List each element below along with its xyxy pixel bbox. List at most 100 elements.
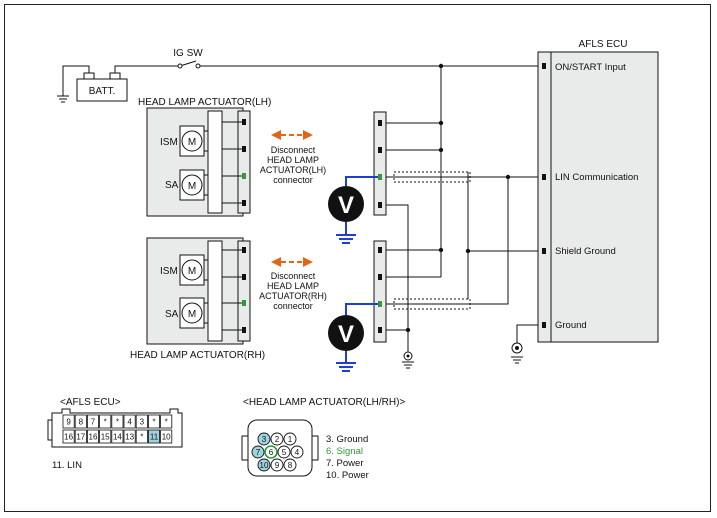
svg-text:connector: connector [273,301,313,311]
ecu-pin-number: 7 [91,418,96,427]
ecu-pin-cell [160,414,173,429]
ecu-pin-number: * [116,418,119,427]
ism-label: ISM [160,137,178,148]
ecu-pin-number: 16 [64,433,73,442]
harness-connector-lh [373,111,387,216]
harness-wiring [386,66,538,369]
battery-wiring [57,60,538,103]
actuator-pin [270,432,284,446]
actuator-pin [290,445,304,459]
actuator-pin [277,445,291,459]
ecu-connector-legend: 11. LIN [52,460,82,471]
actuator-pin-number: 8 [288,461,293,470]
motor-symbol: M [188,137,196,148]
actuator-pin-number: 3 [262,435,267,444]
disconnect-rh-note: Disconnect HEAD LAMP ACTUATOR(RH) connec… [259,271,327,311]
svg-text:connector: connector [273,175,313,185]
ecu-pin-number: * [104,418,107,427]
disconnect-lh-note: Disconnect HEAD LAMP ACTUATOR(LH) connec… [260,145,326,185]
battery-label: BATT. [89,86,115,97]
actuator-connector-title: <HEAD LAMP ACTUATOR(LH/RH)> [243,397,405,408]
ecu-pin-number: 3 [140,418,145,427]
actuator-pin-number: 4 [295,448,300,457]
ecu-pin-number: * [165,418,168,427]
ecu-pin-cell [62,414,75,429]
afls-ecu [537,51,659,343]
ig-sw-label: IG SW [173,48,203,59]
battery: BATT. [76,72,128,102]
svg-text:Disconnect: Disconnect [271,145,316,155]
actuator-pin-number: 2 [275,435,280,444]
ecu-pin-number: 17 [76,433,85,442]
ecu-pin-shield-ground: Shield Ground [555,246,616,257]
ecu-pin-number: 16 [89,433,98,442]
ecu-pin-cell [123,414,136,429]
svg-text:10. Power: 10. Power [326,470,369,481]
ecu-pin-cell [135,414,148,429]
motor-symbol: M [188,181,196,192]
voltmeter-rh [328,303,378,372]
ecu-pin-cell [160,429,173,444]
actuator-pin [257,432,271,446]
svg-text:HEAD LAMP: HEAD LAMP [267,155,319,165]
harness-connector-rh [373,240,387,343]
svg-text:6. Signal: 6. Signal [326,446,363,457]
ecu-pin-cell [74,429,87,444]
ecu-pin-number: 4 [127,418,132,427]
ecu-pin-number: 10 [162,433,171,442]
ecu-pin-number: 14 [113,433,122,442]
actuator-pin-number: 1 [288,435,293,444]
ecu-pin-number: 13 [125,433,134,442]
voltmeter-symbol: V [338,192,354,219]
ecu-pin-number: * [152,418,155,427]
voltmeter-symbol: V [338,321,354,348]
actuator-pin-number: 10 [260,461,269,470]
ecu-pin-number: 11 [150,433,159,442]
junction-dots [405,63,511,333]
ecu-pin-number: 8 [79,418,84,427]
actuator-pin [257,458,271,472]
actuator-pin [270,458,284,472]
actuator-pin [283,458,297,472]
ecu-pin-cell [62,429,75,444]
ecu-pin-number: 9 [66,418,71,427]
ecu-pin-on-start: ON/START Input [555,62,626,73]
ecu-pin-cell [111,414,124,429]
shield-lh [393,171,471,183]
ecu-connector-title: <AFLS ECU> [60,397,121,408]
ecu-pin-cell [87,414,100,429]
actuator-rh [146,237,251,345]
voltmeter-lh [328,176,378,244]
ecu-pin-cell [99,429,112,444]
ecu-pin-cell [123,429,136,444]
ecu-pin-cell [147,414,160,429]
actuator-pin [264,445,278,459]
actuator-pin [283,432,297,446]
ecu-pin-cell [74,414,87,429]
actuator-pin [251,445,265,459]
actuator-lh-label: HEAD LAMP ACTUATOR(LH) [138,97,271,108]
sa-label: SA [165,309,179,320]
ecu-pin-lin: LIN Communication [555,172,638,183]
ecu-pin-cell [87,429,100,444]
shield-rh [393,298,471,310]
motor-symbol: M [188,266,196,277]
ecu-pin-ground: Ground [555,320,587,331]
svg-text:7. Power: 7. Power [326,458,364,469]
actuator-pin-number: 7 [256,448,261,457]
motor-symbol: M [188,309,196,320]
ig-switch-contact [177,63,183,69]
svg-text:ACTUATOR(RH): ACTUATOR(RH) [259,291,327,301]
ecu-pin-cell [147,429,160,444]
ecu-pin-cell [111,429,124,444]
sa-label: SA [165,180,179,191]
actuator-connector-legend: 3. Ground 6. Signal 7. Power 10. Power [326,434,369,481]
svg-text:ACTUATOR(LH): ACTUATOR(LH) [260,165,326,175]
svg-text:HEAD LAMP: HEAD LAMP [267,281,319,291]
actuator-pin-number: 9 [275,461,280,470]
actuator-pin-number: 6 [269,448,274,457]
ecu-pin-cell [135,429,148,444]
